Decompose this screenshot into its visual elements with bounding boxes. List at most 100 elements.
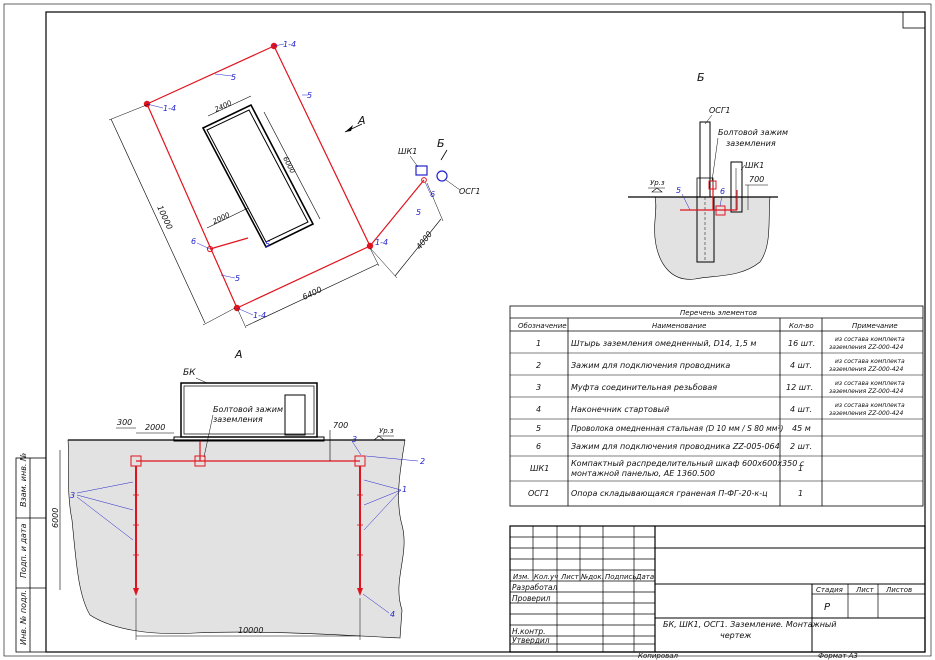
section-b-shk1-label: ШК1 [745, 161, 764, 170]
plan-building-outer [201, 103, 315, 249]
svg-text:Наконечник стартовый: Наконечник стартовый [571, 405, 669, 414]
svg-text:4 шт.: 4 шт. [790, 405, 812, 414]
svg-text:5: 5 [536, 424, 541, 433]
section-a-bk-label: БК [183, 368, 196, 378]
stamp-razrabotal: Разработал [512, 583, 558, 592]
svg-text:3: 3 [70, 491, 75, 500]
spec-row: 3 Муфта соединительная резьбовая 12 шт. … [536, 380, 905, 395]
svg-text:из состава комплекта: из состава комплекта [835, 380, 905, 387]
svg-text:из состава комплекта: из состава комплекта [835, 402, 905, 409]
section-a-title: А [234, 348, 243, 361]
svg-text:1-4: 1-4 [163, 104, 176, 113]
svg-text:заземления ZZ-000-424: заземления ZZ-000-424 [829, 410, 903, 417]
plan-osg1-label: ОСГ1 [459, 187, 480, 196]
svg-text:Опора складывающаяся граненая: Опора складывающаяся граненая П-ФГ-20-к-… [571, 489, 768, 498]
plan-shk1-symbol [415, 165, 428, 176]
svg-text:заземления ZZ-000-424: заземления ZZ-000-424 [829, 366, 903, 373]
plan-tags: 1-4 1-4 1-4 1-4 5 5 5 5 5 6 6 [146, 40, 435, 320]
corner-box [902, 11, 926, 29]
svg-text:5: 5 [235, 274, 240, 283]
svg-text:заземления ZZ-000-424: заземления ZZ-000-424 [829, 344, 903, 351]
stamp-kol-uch: Кол.уч [534, 573, 558, 581]
plan-section-b-label: Б [437, 137, 445, 150]
svg-text:6: 6 [536, 442, 541, 451]
plan-dim-6000: 6000 [281, 155, 296, 175]
svg-text:1-4: 1-4 [253, 311, 266, 320]
plan-loop-to-osg [369, 179, 425, 247]
svg-text:Штырь заземления омедненный, D: Штырь заземления омедненный, D14, 1,5 м [571, 339, 756, 348]
spec-title: Перечень элементов [680, 309, 757, 317]
svg-text:1: 1 [798, 464, 803, 473]
section-b-tag-6: 6 [720, 187, 725, 196]
section-a-dim-300: 300 [117, 418, 132, 427]
stamp-proveril: Проверил [512, 594, 551, 603]
stamp-description-2: чертеж [720, 631, 752, 640]
stamp-utverdil: Утвердил [512, 636, 550, 645]
plan-dim-6400: 6400 [301, 285, 323, 302]
svg-text:1-4: 1-4 [375, 238, 388, 247]
svg-text:ОСГ1: ОСГ1 [528, 489, 549, 498]
svg-text:заземления ZZ-000-424: заземления ZZ-000-424 [829, 388, 903, 395]
svg-text:16 шт.: 16 шт. [788, 339, 815, 348]
svg-text:2 шт.: 2 шт. [790, 442, 812, 451]
spec-row: 6 Зажим для подключения проводника ZZ-00… [536, 442, 812, 451]
section-a-dim-6000: 6000 [51, 508, 60, 528]
spec-row: 5 Проволока омедненная стальная (D 10 мм… [536, 424, 811, 433]
spec-header-note: Примечание [852, 322, 898, 330]
spec-header-name: Наименование [652, 322, 706, 330]
section-b-osg1-label: ОСГ1 [709, 106, 730, 115]
svg-text:4: 4 [390, 610, 395, 619]
svg-text:из состава комплекта: из состава комплекта [835, 336, 905, 343]
plan-clamp-building [206, 245, 214, 253]
stamp-description-1: БК, ШК1, ОСГ1. Заземление. Монтажный [663, 620, 836, 629]
side-label-podp: Подп. и дата [19, 523, 28, 578]
side-stamp: Взам. инв. № Подп. и дата Инв. № подл. [15, 453, 47, 653]
svg-text:4: 4 [536, 405, 541, 414]
stamp-izm: Изм. [513, 573, 529, 581]
svg-text:1: 1 [536, 339, 541, 348]
section-a-dim-10000: 10000 [238, 626, 263, 635]
section-a-dim-700: 700 [333, 421, 348, 430]
svg-text:45 м: 45 м [792, 424, 811, 433]
stamp-podpis: Подпись [605, 573, 637, 581]
plan-view: 10000 6400 4000 2400 6000 2000 A Б 1-4 1… [108, 40, 480, 329]
section-b-title: Б [697, 71, 705, 84]
svg-text:5: 5 [265, 240, 270, 249]
spec-table: Перечень элементов Обозначение Наименова… [509, 305, 924, 507]
section-a-door [284, 394, 306, 436]
section-a-dim-2000: 2000 [145, 423, 165, 432]
section-b-ground [654, 196, 771, 280]
svg-text:3: 3 [352, 435, 357, 444]
section-a-bolt-label-1: Болтовой зажим [213, 405, 283, 414]
plan-electrode-3 [366, 242, 374, 250]
stamp-list: Лист [560, 573, 580, 581]
section-b-bolt-label-2: заземления [726, 139, 776, 148]
section-b-dim-700: 700 [749, 175, 764, 184]
svg-text:5: 5 [231, 73, 236, 82]
svg-text:2: 2 [536, 361, 541, 370]
plan-section-a-label: A [357, 114, 366, 127]
svg-text:6: 6 [430, 190, 435, 199]
svg-text:1: 1 [402, 485, 407, 494]
side-label-vzam: Взам. инв. № [19, 453, 28, 507]
plan-dim-2000: 2000 [211, 211, 231, 226]
section-b-foundation [696, 196, 715, 263]
svg-text:6: 6 [191, 237, 196, 246]
stamp-nkontr: Н.контр. [512, 627, 546, 636]
spec-header-qty: Кол-во [789, 322, 814, 330]
stamp-stage-value: Р [824, 602, 831, 613]
plan-building-inner [206, 109, 309, 243]
svg-text:4 шт.: 4 шт. [790, 361, 812, 370]
stamp-ndok: №док. [580, 573, 604, 581]
stamp-data: Дата [635, 573, 654, 581]
section-a-view: А БК Болтовой зажим заземления 300 [51, 348, 425, 640]
title-block: Изм. Кол.уч Лист №док. Подпись Дата Разр… [509, 525, 926, 660]
plan-dim-4000: 4000 [414, 230, 434, 252]
section-b-bolt-label-1: Болтовой зажим [718, 128, 788, 137]
plan-dim-10000: 10000 [155, 204, 174, 231]
spec-row: ШК1 Компактный распределительный шкаф 60… [530, 459, 805, 478]
svg-text:Муфта соединительная резьбовая: Муфта соединительная резьбовая [571, 383, 717, 392]
section-b-view: Б ОСГ1 Болтовой зажим заземления ШК1 700… [628, 71, 788, 280]
svg-text:Зажим для подключения проводни: Зажим для подключения проводника [571, 361, 730, 370]
